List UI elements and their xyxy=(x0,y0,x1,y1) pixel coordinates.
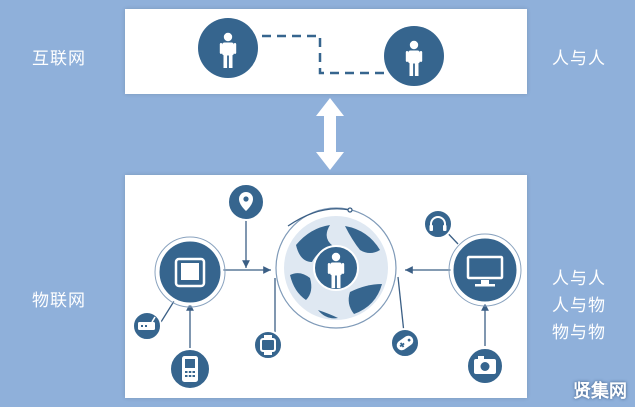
label-iot-relation-2: 人与物 xyxy=(552,296,606,316)
monitor-node xyxy=(448,233,522,307)
router-node xyxy=(132,311,162,341)
watch-icon xyxy=(260,335,276,355)
tablet-icon xyxy=(174,257,206,288)
globe-node xyxy=(275,207,397,329)
label-iot-relation-1: 人与人 xyxy=(552,269,606,289)
camera-node xyxy=(466,347,504,385)
label-internet: 互联网 xyxy=(32,49,86,69)
monitor-icon xyxy=(466,255,504,287)
watch-node xyxy=(253,330,283,360)
connectors xyxy=(160,207,489,348)
dashed-connection xyxy=(262,34,384,75)
gamepad-node xyxy=(390,328,420,358)
label-iot-relation-3: 物与物 xyxy=(552,323,606,343)
location-node xyxy=(227,183,265,221)
phone-icon xyxy=(182,356,198,382)
watermark: 贤集网 xyxy=(573,381,627,402)
internet-panel xyxy=(125,9,527,94)
person-node-left xyxy=(198,18,258,78)
router-icon xyxy=(138,316,156,330)
headphones-node xyxy=(423,209,453,239)
person-node-right xyxy=(384,26,444,86)
gamepad-icon xyxy=(396,335,414,351)
tablet-node xyxy=(154,236,226,308)
globe-icon xyxy=(290,225,382,319)
camera-icon xyxy=(474,356,496,374)
phone-node xyxy=(169,348,211,390)
location-pin-icon xyxy=(239,192,253,211)
double-arrow xyxy=(316,98,344,170)
headphones-icon xyxy=(429,216,447,231)
label-internet-relation: 人与人 xyxy=(552,49,606,69)
label-iot: 物联网 xyxy=(32,291,86,311)
